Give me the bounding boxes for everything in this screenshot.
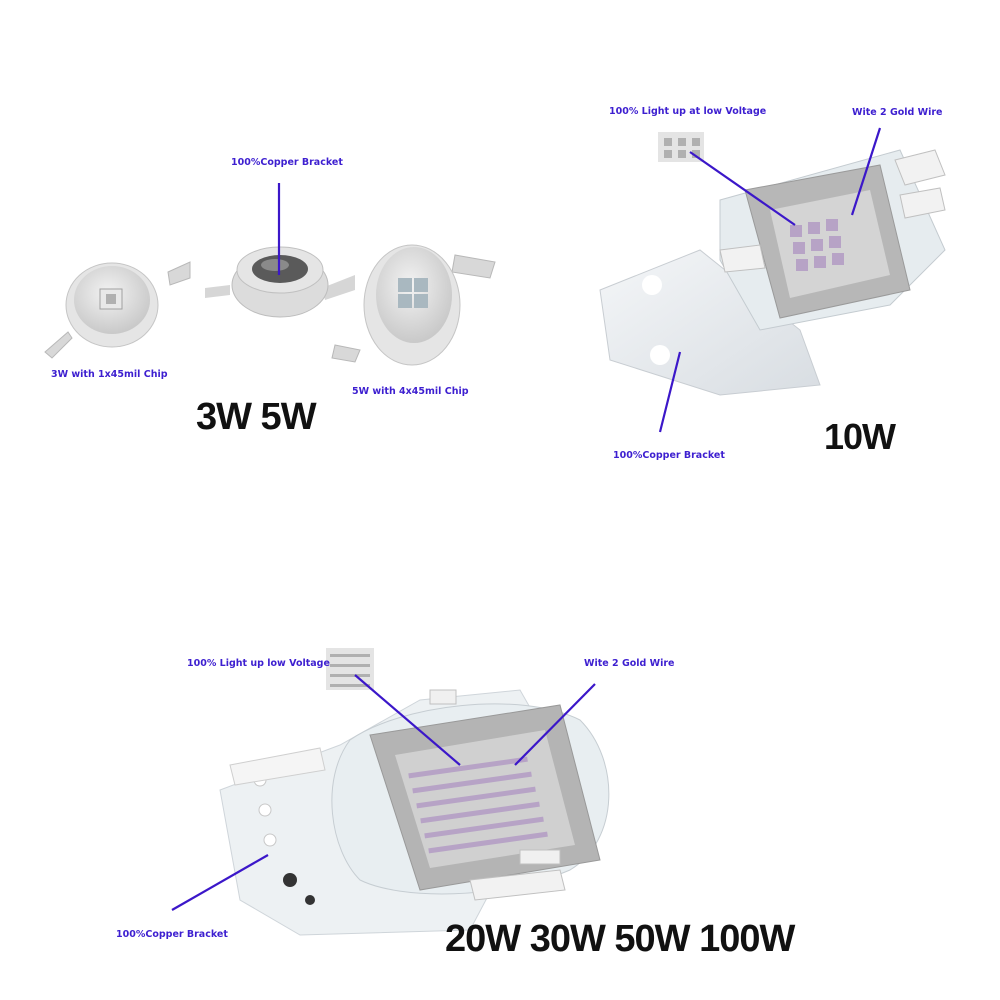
label-copper-bracket-10w: 100%Copper Bracket: [613, 450, 725, 461]
led-10w: [599, 132, 946, 396]
led-3w: [44, 261, 191, 359]
label-copper-bracket-large: 100%Copper Bracket: [116, 929, 228, 940]
callout-line-bracket-large: [171, 854, 269, 911]
label-low-voltage-large: 100% Light up low Voltage: [187, 658, 330, 669]
heading-20w-100w: 20W 30W 50W 100W: [445, 918, 795, 960]
callout-line-lowvolt-10w: [689, 151, 796, 226]
label-5w-chip: 5W with 4x45mil Chip: [352, 386, 469, 397]
label-low-voltage-10w: 100% Light up at low Voltage: [609, 106, 767, 117]
callout-lines: [171, 127, 882, 911]
callout-line-bracket-10w: [658, 351, 682, 433]
led-100w: [219, 648, 610, 936]
led-array: [408, 756, 548, 854]
heading-3w-5w: 3W 5W: [196, 396, 317, 438]
callout-line-goldwire-large: [514, 683, 596, 766]
heading-10w: 10W: [824, 416, 896, 457]
label-copper-bracket-small: 100%Copper Bracket: [231, 157, 343, 168]
callout-line-lowvolt-large: [354, 674, 461, 766]
label-gold-wire-large: Wite 2 Gold Wire: [584, 658, 675, 669]
led-5w: [331, 244, 496, 366]
label-gold-wire-10w: Wite 2 Gold Wire: [852, 107, 943, 118]
label-3w-chip: 3W with 1x45mil Chip: [51, 369, 168, 380]
callout-line-goldwire-10w: [850, 127, 882, 216]
